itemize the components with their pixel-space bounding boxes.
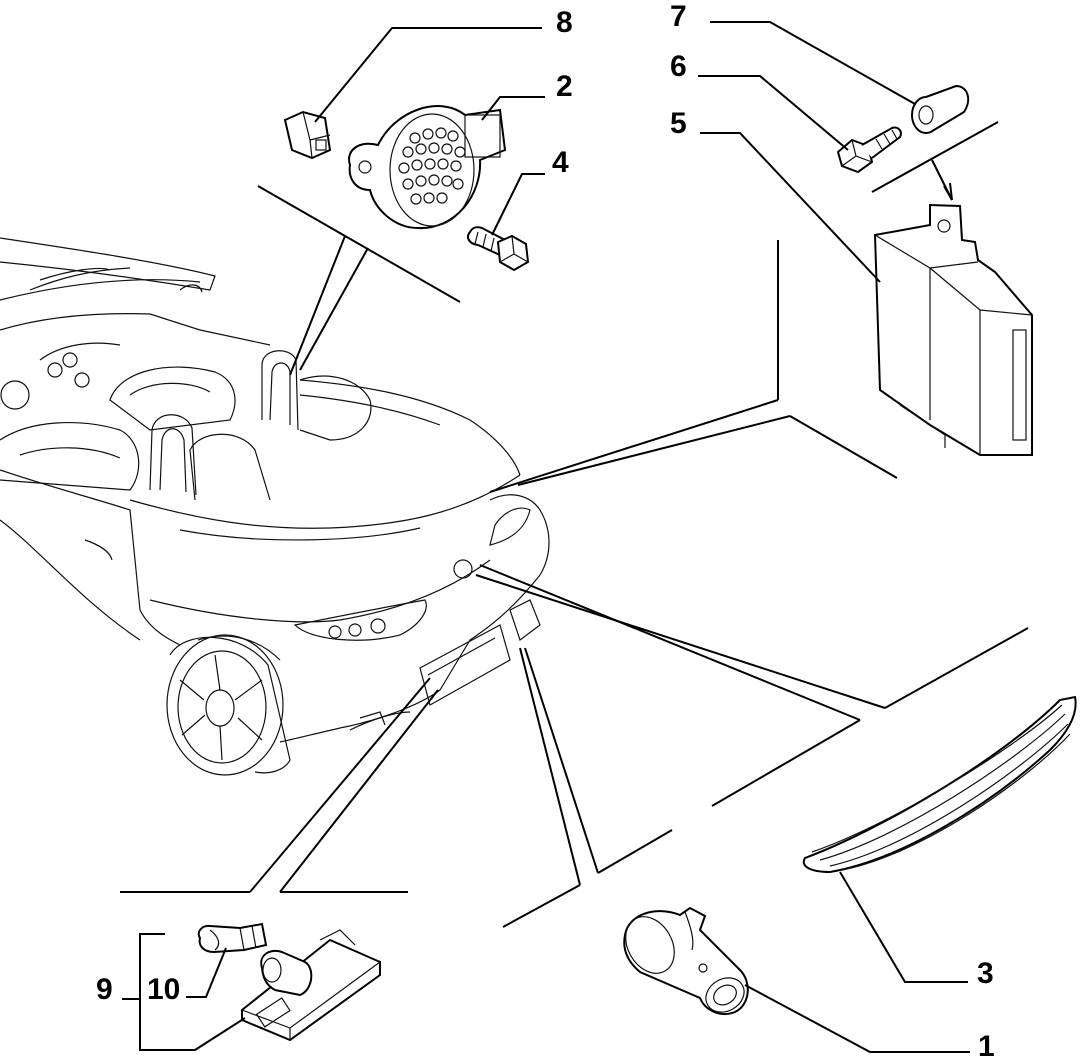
label-7: 7	[670, 0, 687, 33]
label-8: 8	[556, 6, 573, 39]
part-4-bolt	[467, 226, 530, 272]
part-10-bulb	[197, 922, 268, 954]
car-illustration	[0, 237, 550, 776]
label-10: 10	[147, 973, 180, 1006]
part-8-clip	[283, 110, 332, 160]
label-2: 2	[556, 70, 573, 103]
part-3-light-strip	[802, 695, 1077, 874]
part-1-parking-sensor	[623, 906, 749, 1016]
label-5: 5	[670, 107, 687, 140]
part-2-buzzer	[348, 105, 507, 230]
label-6: 6	[670, 50, 687, 83]
leader-lines	[120, 21, 1029, 1053]
part-5-control-unit	[873, 203, 1033, 456]
label-1: 1	[978, 1030, 995, 1058]
label-3: 3	[977, 957, 994, 990]
buzzer-holes	[398, 127, 466, 205]
label-4: 4	[552, 146, 569, 179]
part-7-bushing	[911, 84, 970, 134]
label-9: 9	[96, 973, 113, 1006]
part-labels: 8 2 4 7 6 5 3 1 9 10	[96, 0, 995, 1058]
